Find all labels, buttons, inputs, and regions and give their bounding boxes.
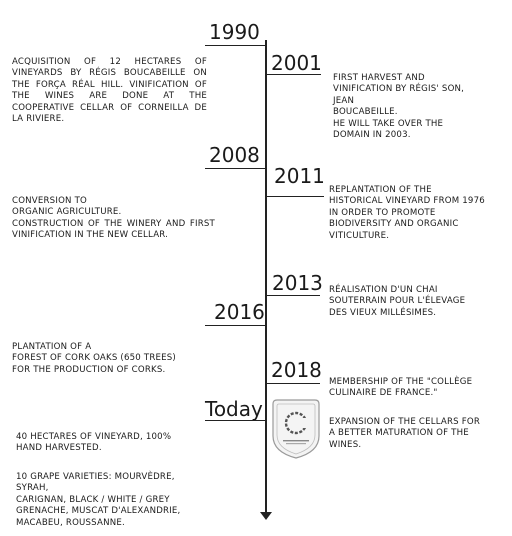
entry-cellars-line: A BETTER MATURATION OF THE [329, 428, 469, 439]
entry-2001-line: FIRST HARVEST AND [333, 73, 425, 83]
timeline-axis [265, 40, 267, 514]
entry-2013-text: RÉALISATION D'UN CHAI SOUTERRAIN POUR L'… [329, 285, 504, 319]
entry-2001-line: JEAN [333, 95, 355, 106]
entry-2018-text: MEMBERSHIP OF THE "COLLÈGE CULINAIRE DE … [329, 377, 507, 400]
entry-2001-line: VINIFICATION BY RÉGIS' SON, [333, 84, 465, 95]
year-2011: 2011 [274, 164, 325, 188]
year-today-rule [205, 420, 266, 421]
year-2008-rule [205, 168, 266, 169]
entry-2001-line: HE WILL TAKE OVER THE [333, 118, 444, 129]
entry-2011-line: BIODIVERSITY AND ORGANIC [329, 219, 459, 230]
entry-2001-line: DOMAIN IN 2003. [333, 130, 411, 141]
year-2011-rule [266, 196, 324, 197]
entry-today-line: 10 GRAPE VARIETIES: MOURVÈDRE, [16, 472, 175, 482]
year-2018: 2018 [271, 358, 322, 382]
entry-cellars-line: EXPANSION OF THE CELLARS FOR [329, 417, 481, 427]
entry-2001-text: FIRST HARVEST AND VINIFICATION BY RÉGIS'… [333, 73, 508, 141]
entry-2001-line: BOUCABEILLE. [333, 107, 398, 118]
year-1990-rule [205, 45, 266, 46]
year-2016-rule [205, 325, 266, 326]
entry-2008-text: CONVERSION TO ORGANIC AGRICULTURE. CONST… [12, 196, 215, 242]
entry-2013-line: RÉALISATION D'UN CHAI [329, 285, 438, 295]
entry-2013-line: DES VIEUX MILLÉSIMES. [329, 307, 437, 318]
entry-2013-line: SOUTERRAIN POUR L'ÉLEVAGE [329, 296, 466, 307]
year-2016: 2016 [214, 300, 265, 324]
entry-2008-line: ORGANIC AGRICULTURE. [12, 207, 122, 218]
entry-cellars-text: EXPANSION OF THE CELLARS FOR A BETTER MA… [329, 417, 509, 451]
entry-1990-line: ACQUISITION OF 12 HECTARES OF VINEYARDS … [12, 57, 207, 125]
year-2013-rule [266, 295, 320, 296]
entry-2016-text: PLANTATION OF A FOREST OF CORK OAKS (650… [12, 342, 212, 376]
entry-2011-line: HISTORICAL VINEYARD FROM 1976 [329, 196, 485, 207]
college-culinaire-seal-icon [270, 398, 322, 460]
entry-cellars-line: WINES. [329, 439, 362, 450]
entry-2011-line: VITICULTURE. [329, 230, 390, 241]
year-2013: 2013 [272, 271, 323, 295]
year-2008: 2008 [209, 143, 260, 167]
entry-2011-line: IN ORDER TO PROMOTE [329, 207, 436, 218]
entry-today-text-2: 10 GRAPE VARIETIES: MOURVÈDRE, SYRAH, CA… [16, 472, 231, 529]
entry-2016-line: FOREST OF CORK OAKS (650 TREES) [12, 353, 176, 364]
entry-1990-text: ACQUISITION OF 12 HECTARES OF VINEYARDS … [12, 57, 207, 125]
entry-today-line: HAND HARVESTED. [16, 443, 102, 454]
year-today: Today [205, 397, 263, 421]
entry-2008-line: CONSTRUCTION OF THE WINERY AND FIRST VIN… [12, 218, 215, 241]
entry-2018-line: CULINAIRE DE FRANCE." [329, 388, 438, 399]
year-2018-rule [266, 383, 320, 384]
entry-2011-text: REPLANTATION OF THE HISTORICAL VINEYARD … [329, 185, 509, 242]
entry-today-text: 40 HECTARES OF VINEYARD, 100% HAND HARVE… [16, 432, 216, 455]
year-2001-rule [266, 74, 321, 75]
entry-today-line: CARIGNAN, BLACK / WHITE / GREY [16, 494, 170, 505]
entry-today-line: 40 HECTARES OF VINEYARD, 100% [16, 432, 172, 442]
entry-today-line: MACABEU, ROUSSANNE. [16, 517, 125, 528]
year-1990: 1990 [209, 20, 260, 44]
entry-2008-line: CONVERSION TO [12, 196, 88, 206]
entry-2011-line: REPLANTATION OF THE [329, 185, 432, 195]
entry-2018-line: MEMBERSHIP OF THE "COLLÈGE [329, 377, 473, 387]
entry-2016-line: PLANTATION OF A [12, 342, 92, 352]
entry-2016-line: FOR THE PRODUCTION OF CORKS. [12, 364, 166, 375]
arrow-down-icon [260, 512, 272, 520]
year-2001: 2001 [271, 51, 322, 75]
entry-today-line: GRENACHE, MUSCAT D'ALEXANDRIE, [16, 506, 181, 517]
entry-today-line: SYRAH, [16, 483, 49, 494]
